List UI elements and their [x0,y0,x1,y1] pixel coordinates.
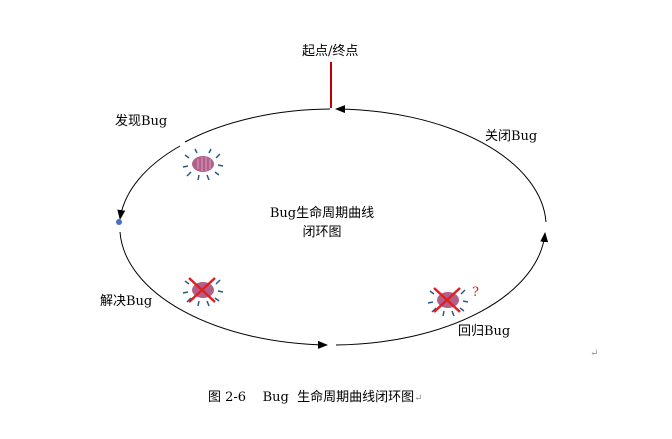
arc-close-to-start [335,105,547,223]
arc-regress-to-close [335,232,549,346]
label-start-end: 起点/终点 [302,44,359,59]
center-title: Bug生命周期曲线 闭环图 [262,204,382,242]
start-dot [116,219,122,225]
arc-discover-to-resolve [117,145,181,220]
question-mark: ? [472,285,479,300]
label-regress-bug: 回归Bug [458,324,511,339]
arc-resolve-to-regress [119,231,328,349]
center-title-line2: 闭环图 [302,225,342,240]
cross-icon [188,277,216,303]
paragraph-mark: ↵ [414,393,423,404]
label-discover-bug: 发现Bug [115,114,168,129]
figure-caption: 图 2-6 Bug 生命周期曲线闭环图↵ [208,386,423,405]
label-resolve-bug: 解决Bug [100,294,153,309]
bug-fixed-icon [182,277,224,307]
arc-start-to-discover [184,108,331,143]
paragraph-mark: ↵ [590,348,599,359]
center-title-line1: Bug生命周期曲线 [269,206,375,221]
caption-text: 图 2-6 Bug 生命周期曲线闭环图 [208,390,415,405]
bug-icon [182,148,224,181]
cross-icon [433,287,461,313]
bug-regress-icon [427,287,469,317]
label-close-bug: 关闭Bug [485,129,538,144]
